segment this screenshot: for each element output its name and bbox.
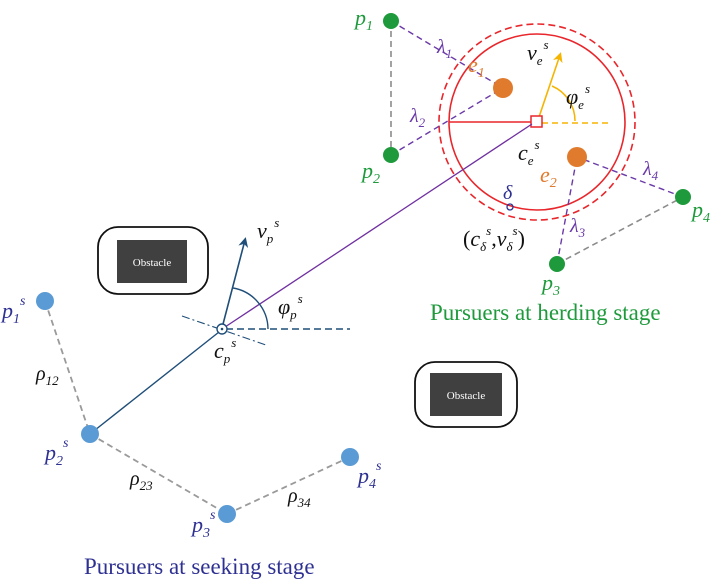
label-p2-seeking: p2s xyxy=(43,436,69,469)
pursuer-velocity-arrow xyxy=(221,237,249,329)
label-lambda1: λ1 xyxy=(436,36,452,61)
obstacle-1-label: Obstacle xyxy=(133,257,172,269)
label-phi-e: φes xyxy=(566,81,590,112)
seeking-pursuer-p2 xyxy=(81,425,99,443)
delta-point xyxy=(506,203,514,211)
obstacle-2-label: Obstacle xyxy=(447,390,486,402)
caption-seeking: Pursuers at seeking stage xyxy=(84,554,315,579)
herding-link-p3-p4 xyxy=(556,196,684,265)
label-lambda3: λ3 xyxy=(569,215,586,240)
seeking-link-p2-p3 xyxy=(89,433,228,515)
label-lambda2: λ2 xyxy=(409,105,426,130)
obstacle-1: Obstacle xyxy=(97,226,209,295)
seeking-pursuer-p1 xyxy=(36,292,54,310)
seeking-pursuer-p3 xyxy=(218,505,236,523)
evader-velocity-arrow xyxy=(537,52,563,121)
lambda1-line xyxy=(390,20,504,89)
seeking-link-p3-p4 xyxy=(226,456,351,515)
label-p3-herding: p3 xyxy=(540,270,560,299)
label-rho12: ρ12 xyxy=(35,363,59,388)
evader-e1 xyxy=(493,78,513,98)
pursuer-centroid-dot xyxy=(220,327,224,331)
label-tuple: (cδs,vδs) xyxy=(463,223,525,254)
label-lambda4: λ4 xyxy=(642,158,659,183)
seeking-angle-arc xyxy=(232,287,269,330)
lambda3-line xyxy=(556,156,578,265)
seeking-link-line xyxy=(89,331,220,435)
centroid-link-line xyxy=(221,123,533,330)
label-p2-herding: p2 xyxy=(360,158,380,187)
lambda4-line xyxy=(576,156,684,198)
herding-pursuer-p3 xyxy=(549,256,565,272)
label-vp: vps xyxy=(257,215,279,246)
lambda2-line xyxy=(390,87,504,156)
seeking-pursuer-p4 xyxy=(341,448,359,466)
herding-pursuer-p2 xyxy=(383,147,399,163)
label-p3-seeking: p3s xyxy=(190,508,216,541)
herding-pursuer-p4 xyxy=(675,189,691,205)
label-p4-herding: p4 xyxy=(690,197,710,226)
seeking-link-p1-p2 xyxy=(44,300,91,435)
label-ve: ves xyxy=(527,37,549,68)
outer-safety-circle xyxy=(438,23,636,221)
label-rho34: ρ34 xyxy=(287,485,311,510)
label-p1-herding: p1 xyxy=(353,5,373,34)
label-p1-seeking: p1s xyxy=(0,294,26,327)
label-cp: cps xyxy=(214,335,236,366)
caption-herding: Pursuers at herding stage xyxy=(430,300,661,325)
label-ce: ces xyxy=(518,137,540,168)
evader-centroid-marker xyxy=(530,115,543,128)
evader-e2 xyxy=(567,147,587,167)
label-phi-p: φps xyxy=(278,291,303,322)
label-p4-seeking: p4s xyxy=(356,459,382,492)
label-rho23: ρ23 xyxy=(129,468,153,493)
herding-angle-arc xyxy=(551,85,576,122)
label-e1: e1 xyxy=(468,52,485,81)
label-e2: e2 xyxy=(540,162,557,191)
herding-pursuer-p1 xyxy=(383,13,399,29)
label-delta: δ xyxy=(503,182,513,204)
obstacle-2: Obstacle xyxy=(414,361,518,428)
